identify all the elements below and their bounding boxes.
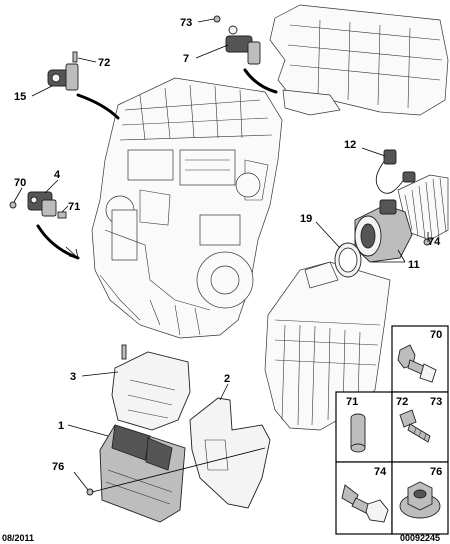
callout-3: 3	[70, 371, 76, 383]
callout-74: 74	[428, 236, 441, 248]
callout-15: 15	[14, 91, 26, 103]
callout-70: 70	[14, 177, 26, 189]
part-72-screw-illustration	[72, 51, 78, 63]
part-3-bracket-illustration	[111, 344, 191, 431]
callout-1: 1	[58, 420, 64, 432]
part-71-spacer-illustration	[57, 211, 67, 219]
callout-7: 7	[183, 53, 189, 65]
callout-71: 71	[68, 201, 80, 213]
part-70-bolt-illustration	[9, 201, 17, 209]
arrow-4-to-engine	[36, 224, 80, 260]
part-4-sensor-illustration	[27, 191, 57, 217]
leader-lines	[13, 18, 429, 493]
table-label-74: 74	[374, 466, 387, 478]
callout-73: 73	[180, 17, 192, 29]
air-filter-housing-illustration	[264, 261, 391, 431]
part-1-ecu-illustration	[99, 424, 186, 523]
flange-nut-icon	[399, 481, 441, 519]
part-74-screw-illustration	[423, 238, 431, 246]
part-11-throttle-body-illustration	[354, 199, 413, 263]
table-label-71: 71	[346, 396, 358, 408]
table-label-76: 76	[430, 466, 442, 478]
arrow-7-to-manifold	[243, 68, 278, 94]
intake-manifold-illustration	[269, 4, 449, 116]
callout-72: 72	[98, 57, 110, 69]
table-label-70: 70	[430, 329, 442, 341]
part-7-sensor-illustration	[225, 25, 261, 65]
engine-block-illustration	[91, 77, 283, 339]
part-15-sensor-illustration	[47, 63, 79, 91]
table-label-72: 72	[396, 396, 408, 408]
hardware-table: 70 71 72 73 74 76	[335, 325, 449, 535]
callout-4: 4	[54, 169, 61, 181]
arrow-15-to-engine	[76, 93, 120, 120]
callout-2: 2	[224, 373, 230, 385]
table-label-73: 73	[430, 396, 442, 408]
part-73-bolt-illustration	[213, 15, 221, 23]
screw-icon	[399, 409, 431, 443]
callout-19: 19	[300, 213, 312, 225]
callout-12: 12	[344, 139, 356, 151]
tapping-screw-icon	[341, 484, 389, 523]
part-12-wiring-illustration	[375, 149, 416, 194]
footer-reference: 00092245	[400, 533, 440, 543]
callout-11: 11	[408, 259, 420, 271]
footer-date: 08/2011	[2, 533, 34, 543]
flange-bolt-icon	[397, 344, 437, 383]
callout-76: 76	[52, 461, 64, 473]
part-2-plate-illustration	[189, 397, 271, 509]
spacer-sleeve-icon	[350, 413, 366, 453]
